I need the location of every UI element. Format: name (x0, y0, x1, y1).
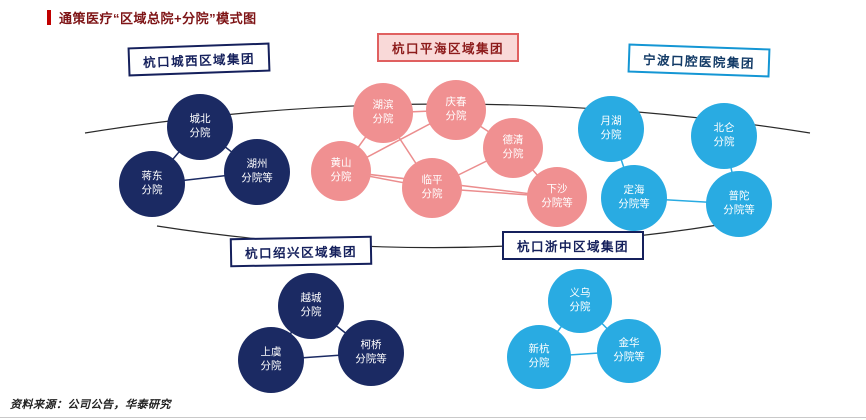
branch-node-label: 普陀 分院等 (723, 190, 755, 216)
branch-node-label: 柯桥 分院等 (355, 339, 387, 365)
branch-node-label: 义乌 分院 (569, 287, 591, 313)
figure-header: 通策医疗“区域总院+分院”模式图 (47, 8, 257, 27)
branch-node-huzhou: 湖州 分院等 (224, 139, 290, 205)
source-note: 资料来源：公司公告，华泰研究 (10, 399, 171, 411)
branch-node-label: 城北 分院 (189, 113, 211, 139)
branch-node-xinhang: 新杭 分院 (507, 325, 571, 389)
branch-node-linping: 临平 分院 (402, 158, 462, 218)
branch-node-deqing: 德清 分院 (483, 118, 543, 178)
branch-node-label: 临平 分院 (421, 174, 443, 200)
branch-node-label: 上虞 分院 (260, 346, 282, 372)
branch-node-label: 蒋东 分院 (141, 170, 163, 196)
group-label-shaoxing: 杭口绍兴区域集团 (229, 235, 373, 268)
group-label-zhezhong: 杭口浙中区域集团 (502, 231, 645, 260)
group-label-ningbo: 宁波口腔医院集团 (627, 43, 771, 78)
branch-node-label: 北仑 分院 (713, 122, 735, 148)
branch-node-shangyu: 上虞 分院 (238, 327, 304, 393)
branch-node-qingchun: 庆春 分院 (426, 80, 486, 140)
branch-node-label: 德清 分院 (502, 134, 524, 160)
title-accent-bar (47, 10, 51, 25)
branch-node-hubin: 湖滨 分院 (353, 83, 413, 143)
branch-node-dinghai: 定海 分院等 (601, 165, 667, 231)
group-label-pinghai: 杭口平海区域集团 (377, 33, 520, 62)
branch-node-label: 越城 分院 (300, 292, 322, 318)
branch-node-label: 黄山 分院 (330, 157, 352, 183)
branch-node-label: 新杭 分院 (528, 343, 550, 369)
bottom-divider (0, 417, 866, 418)
branch-node-label: 月湖 分院 (600, 115, 622, 141)
branch-node-putuo: 普陀 分院等 (706, 171, 772, 237)
branch-node-chengbei: 城北 分院 (167, 94, 233, 160)
branch-node-jinhua: 金华 分院等 (597, 319, 661, 383)
branch-node-label: 湖滨 分院 (372, 99, 394, 125)
branch-node-yiwu: 义乌 分院 (548, 269, 612, 333)
branch-node-xiasha: 下沙 分院等 (527, 167, 587, 227)
branch-node-jiangdong: 蒋东 分院 (119, 151, 185, 217)
branch-node-label: 定海 分院等 (618, 184, 650, 210)
branch-node-label: 湖州 分院等 (241, 158, 273, 184)
branch-node-keqiao: 柯桥 分院等 (338, 320, 404, 386)
group-label-chengxi: 杭口城西区域集团 (127, 42, 271, 77)
branch-node-yuecheng: 越城 分院 (278, 273, 344, 339)
branch-node-huangshan: 黄山 分院 (311, 141, 371, 201)
branch-node-label: 庆春 分院 (445, 96, 467, 122)
bottom-arc (156, 219, 749, 249)
branch-node-label: 下沙 分院等 (541, 183, 573, 209)
branch-node-label: 金华 分院等 (613, 337, 645, 363)
page-title: 通策医疗“区域总院+分院”模式图 (59, 11, 257, 26)
branch-node-yuehu: 月湖 分院 (578, 96, 644, 162)
branch-node-beilun: 北仑 分院 (691, 103, 757, 169)
